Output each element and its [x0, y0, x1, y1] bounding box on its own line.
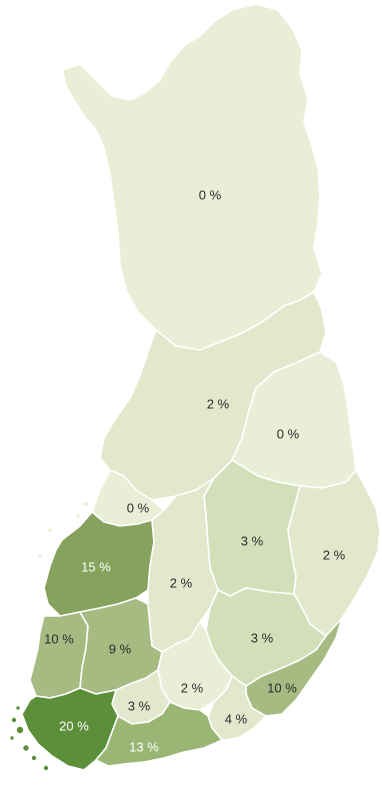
value-label-kainuu: 0 %	[276, 426, 300, 442]
west-coast-islands	[36, 500, 90, 560]
value-label-central-finland: 2 %	[169, 575, 193, 591]
value-label-uusimaa: 13 %	[129, 739, 159, 755]
region-north-karelia[interactable]	[287, 469, 381, 637]
region-uusimaa[interactable]	[95, 701, 223, 767]
value-label-north-savo: 3 %	[240, 533, 264, 549]
value-label-north-karelia: 2 %	[322, 547, 346, 563]
value-label-south-karelia: 10 %	[267, 680, 297, 696]
value-label-pirkanmaa: 9 %	[108, 641, 132, 657]
value-label-south-savo: 3 %	[250, 630, 274, 646]
value-label-southwest-finland: 20 %	[59, 718, 89, 734]
value-label-satakunta: 10 %	[44, 631, 74, 647]
value-label-kanta-hame: 3 %	[127, 698, 151, 714]
value-label-paijat-hame: 2 %	[180, 680, 204, 696]
value-label-south-ostrobothnia: 15 %	[81, 559, 111, 575]
region-central-finland[interactable]	[147, 477, 219, 653]
region-south-ostrobothnia[interactable]	[43, 511, 155, 617]
value-label-lapland: 0 %	[198, 187, 222, 203]
region-satakunta[interactable]	[29, 611, 89, 699]
region-lapland[interactable]	[61, 3, 323, 351]
value-label-central-ostrobothnia: 0 %	[126, 500, 150, 516]
archipelago-islands	[8, 704, 50, 772]
value-label-north-ostrobothnia: 2 %	[206, 396, 230, 412]
value-label-kymenlaakso: 4 %	[224, 711, 248, 727]
